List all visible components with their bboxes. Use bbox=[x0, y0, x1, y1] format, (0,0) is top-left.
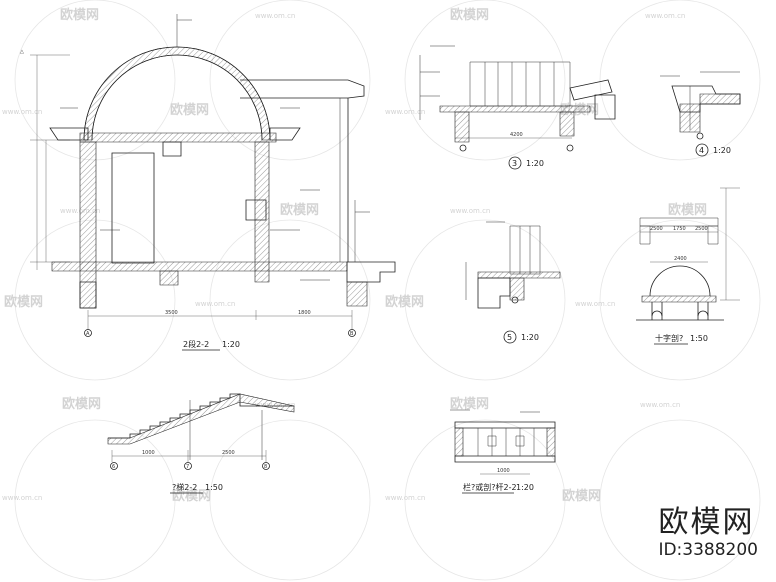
watermark-layer: 欧模网 www.om.cn 欧模网 www.om.cn www.om.cn 欧模… bbox=[2, 0, 760, 580]
watermark-text: 欧模网 bbox=[62, 396, 101, 412]
elevation-label: △ bbox=[20, 49, 24, 55]
main-section-caption: 2段2-2 1:20 bbox=[182, 339, 240, 350]
stair-section-caption: ?梯2-2 1:50 bbox=[170, 482, 223, 493]
watermark-url: www.om.cn bbox=[2, 494, 42, 502]
watermark-url: www.om.cn bbox=[195, 300, 235, 308]
brand-name: 欧模网 bbox=[658, 505, 755, 540]
watermark-text-row-4: 欧模网 www.om.cn 欧模网 www.om.cn bbox=[4, 294, 615, 310]
watermark-text: 欧模网 bbox=[450, 396, 489, 412]
watermark-text: 欧模网 bbox=[280, 202, 319, 218]
watermark-text: 欧模网 bbox=[450, 7, 489, 23]
drawing-scale: 1:20 bbox=[222, 340, 240, 349]
drawing-scale: 1:50 bbox=[205, 483, 223, 492]
watermark-text: 欧模网 bbox=[385, 294, 424, 310]
detail-3-caption: 3 1:20 bbox=[509, 157, 544, 169]
detail-5-caption: 5 1:20 bbox=[504, 331, 539, 343]
dim-main-bottom-right: 1800 bbox=[298, 310, 311, 316]
watermark-url: www.om.cn bbox=[645, 12, 685, 20]
dim-cross-top-c: 2500 bbox=[695, 226, 708, 232]
cross-section-caption: 十字剖? 1:50 bbox=[654, 333, 708, 344]
drawing-scale: 1:20 bbox=[526, 159, 544, 168]
dim-cross-top-a: 2500 bbox=[650, 226, 663, 232]
main-section-drawing: △ bbox=[20, 14, 395, 350]
dim-railing-bottom: 1000 bbox=[497, 468, 510, 474]
detail-4-drawing: 4 1:20 bbox=[660, 72, 740, 156]
watermark-url: www.om.cn bbox=[2, 108, 42, 116]
dim-stair-left: 1000 bbox=[142, 450, 155, 456]
dim-detail3-bottom: 4200 bbox=[510, 132, 523, 138]
drawing-caption: 3 bbox=[512, 159, 517, 168]
cross-section-drawing: 2500 1750 2500 2400 十字剖? 1:50 bbox=[636, 188, 740, 344]
drawing-caption: 4 bbox=[699, 146, 704, 155]
watermark-text: 欧模网 bbox=[4, 294, 43, 310]
watermark-text: 欧模网 bbox=[170, 102, 209, 118]
watermark-url: www.om.cn bbox=[385, 494, 425, 502]
watermark-text-row-6: www.om.cn 欧模网 www.om.cn 欧模网 bbox=[2, 488, 601, 504]
railing-caption: 栏?或剖?杆2-2 1:20 bbox=[462, 482, 534, 493]
dim-cross-mid: 2400 bbox=[674, 256, 687, 262]
watermark-url: www.om.cn bbox=[255, 12, 295, 20]
dim-stair-right: 2500 bbox=[222, 450, 235, 456]
brand-block: 欧模网 ID:3388200 bbox=[658, 505, 758, 561]
watermark-text: 欧模网 bbox=[668, 202, 707, 218]
watermark-text: 欧模网 bbox=[60, 7, 99, 23]
watermark-url: www.om.cn bbox=[640, 401, 680, 409]
drawing-scale: 1:20 bbox=[516, 483, 534, 492]
axis-mark: 8 bbox=[264, 464, 267, 470]
stair-section-drawing: 1000 2500 6 7 8 ?梯2-2 1:50 bbox=[108, 394, 294, 493]
drawing-scale: 1:50 bbox=[690, 334, 708, 343]
axis-mark: 6 bbox=[112, 464, 115, 470]
drawing-scale: 1:20 bbox=[713, 146, 731, 155]
dim-cross-top-b: 1750 bbox=[673, 226, 686, 232]
drawing-scale: 1:20 bbox=[521, 333, 539, 342]
watermark-text: 欧模网 bbox=[562, 488, 601, 504]
drawing-caption: ?梯2-2 bbox=[172, 482, 197, 492]
railing-drawing: 1000 栏?或剖?杆2-2 1:20 bbox=[450, 410, 555, 493]
drawing-caption: 2段2-2 bbox=[183, 339, 209, 349]
brand-id: ID:3388200 bbox=[658, 540, 758, 560]
axis-mark: A bbox=[86, 331, 90, 337]
watermark-url: www.om.cn bbox=[575, 300, 615, 308]
drawing-caption: 栏?或剖?杆2-2 bbox=[463, 482, 517, 492]
watermark-text-row-5: 欧模网 www.om.cn 欧模网 www.om.cn bbox=[62, 396, 680, 412]
watermark-text: 欧模网 bbox=[172, 488, 211, 504]
watermark-url: www.om.cn bbox=[385, 108, 425, 116]
detail-3-drawing: 4200 3 1:20 bbox=[420, 46, 615, 169]
watermark-text-row-3: www.om.cn 欧模网 www.om.cn 欧模网 bbox=[60, 202, 707, 218]
drawing-caption: 十字剖? bbox=[655, 333, 683, 343]
watermark-url: www.om.cn bbox=[450, 207, 490, 215]
watermark-text-row-1: 欧模网 www.om.cn 欧模网 www.om.cn bbox=[60, 7, 685, 23]
axis-mark: B bbox=[350, 331, 354, 337]
detail-4-caption: 4 1:20 bbox=[696, 144, 731, 156]
axis-mark: 7 bbox=[186, 464, 189, 470]
drawing-caption: 5 bbox=[507, 333, 512, 342]
dim-main-bottom-left: 3500 bbox=[165, 310, 178, 316]
detail-5-drawing: 5 1:20 bbox=[466, 222, 560, 343]
